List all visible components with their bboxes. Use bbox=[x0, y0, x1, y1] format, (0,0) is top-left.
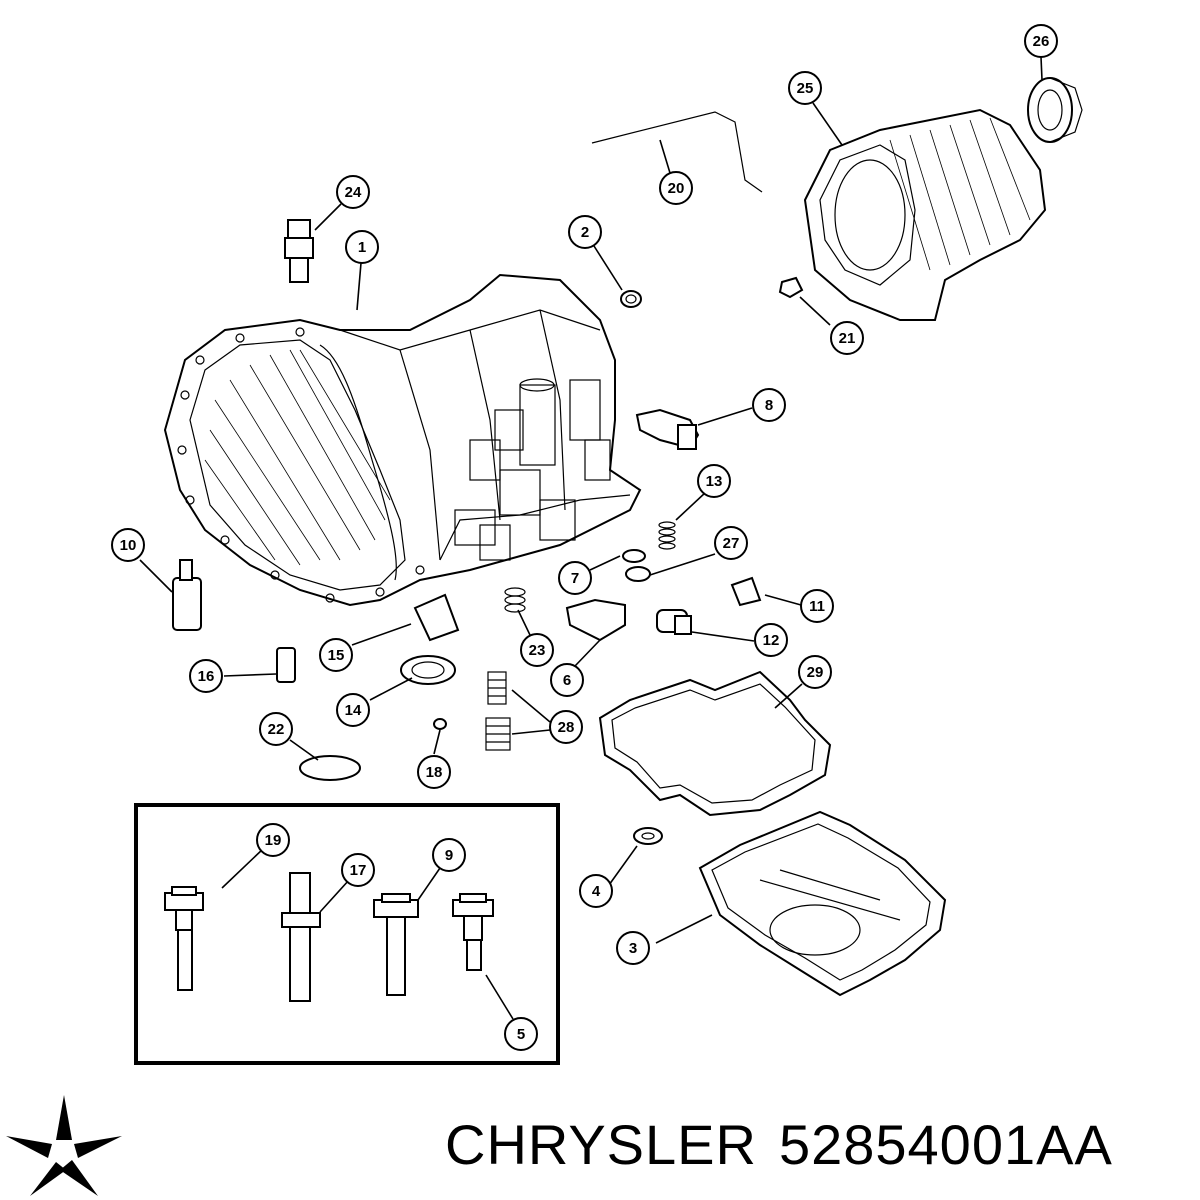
callout-25: 25 bbox=[788, 71, 822, 105]
cooler-fitting bbox=[284, 219, 314, 283]
svg-text:3: 3 bbox=[629, 940, 637, 957]
callout-9: 9 bbox=[432, 838, 466, 872]
svg-text:27: 27 bbox=[723, 535, 740, 552]
bolt-19 bbox=[164, 886, 204, 991]
callout-8: 8 bbox=[752, 388, 786, 422]
rear-seal bbox=[1027, 77, 1083, 143]
svg-text:18: 18 bbox=[426, 764, 443, 781]
svg-text:2: 2 bbox=[581, 224, 589, 241]
svg-text:10: 10 bbox=[120, 537, 137, 554]
callout-6: 6 bbox=[550, 663, 584, 697]
callout-1: 1 bbox=[345, 230, 379, 264]
callout-4: 4 bbox=[579, 874, 613, 908]
svg-text:4: 4 bbox=[592, 883, 601, 900]
svg-text:8: 8 bbox=[765, 397, 773, 414]
callout-29: 29 bbox=[798, 655, 832, 689]
callout-24: 24 bbox=[336, 175, 370, 209]
leader-lines bbox=[139, 56, 1043, 1020]
vent-tube bbox=[591, 111, 763, 193]
callout-3: 3 bbox=[616, 931, 650, 965]
small-parts bbox=[172, 276, 804, 845]
svg-text:29: 29 bbox=[807, 664, 824, 681]
svg-text:11: 11 bbox=[809, 598, 825, 615]
callout-20: 20 bbox=[659, 171, 693, 205]
svg-text:16: 16 bbox=[198, 668, 215, 685]
callout-19: 19 bbox=[256, 823, 290, 857]
callout-27: 27 bbox=[714, 526, 748, 560]
stud-17 bbox=[281, 872, 321, 1002]
callout-26: 26 bbox=[1024, 24, 1058, 58]
fastener-inset-box bbox=[134, 803, 560, 1065]
svg-text:25: 25 bbox=[797, 80, 814, 97]
bolt-9 bbox=[373, 893, 419, 996]
svg-text:24: 24 bbox=[345, 184, 362, 201]
svg-text:14: 14 bbox=[345, 702, 362, 719]
part-number: 52854001AA bbox=[778, 1113, 1113, 1176]
callout-22: 22 bbox=[259, 712, 293, 746]
callout-11: 11 bbox=[800, 589, 834, 623]
callout-10: 10 bbox=[111, 528, 145, 562]
brand-name: CHRYSLER bbox=[445, 1113, 757, 1176]
svg-text:22: 22 bbox=[268, 721, 285, 738]
callout-16: 16 bbox=[189, 659, 223, 693]
callout-13: 13 bbox=[697, 464, 731, 498]
callout-18: 18 bbox=[417, 755, 451, 789]
svg-text:21: 21 bbox=[839, 330, 856, 347]
callout-7: 7 bbox=[558, 561, 592, 595]
callout-2: 2 bbox=[568, 215, 602, 249]
oil-pan bbox=[698, 810, 947, 997]
pentastar-icon bbox=[6, 1095, 122, 1196]
svg-text:13: 13 bbox=[706, 473, 723, 490]
svg-text:19: 19 bbox=[265, 832, 282, 849]
svg-text:28: 28 bbox=[558, 719, 575, 736]
svg-text:26: 26 bbox=[1033, 33, 1050, 50]
extension-housing bbox=[803, 108, 1047, 321]
svg-text:20: 20 bbox=[668, 180, 685, 197]
callout-12: 12 bbox=[754, 623, 788, 657]
transmission-case bbox=[163, 273, 642, 607]
svg-text:23: 23 bbox=[529, 642, 546, 659]
callout-17: 17 bbox=[341, 853, 375, 887]
callout-23: 23 bbox=[520, 633, 554, 667]
part-caption: CHRYSLER 52854001AA bbox=[445, 1110, 1135, 1180]
bolt-5 bbox=[452, 893, 494, 971]
pan-gasket bbox=[598, 670, 832, 817]
svg-text:12: 12 bbox=[763, 632, 780, 649]
svg-text:15: 15 bbox=[328, 647, 345, 664]
svg-text:5: 5 bbox=[517, 1026, 525, 1043]
svg-text:1: 1 bbox=[358, 239, 366, 256]
svg-text:6: 6 bbox=[563, 672, 571, 689]
callout-15: 15 bbox=[319, 638, 353, 672]
svg-text:17: 17 bbox=[350, 862, 367, 879]
svg-text:9: 9 bbox=[445, 847, 453, 864]
svg-text:7: 7 bbox=[571, 570, 579, 587]
callout-28: 28 bbox=[549, 710, 583, 744]
callout-14: 14 bbox=[336, 693, 370, 727]
callout-5: 5 bbox=[504, 1017, 538, 1051]
callout-21: 21 bbox=[830, 321, 864, 355]
